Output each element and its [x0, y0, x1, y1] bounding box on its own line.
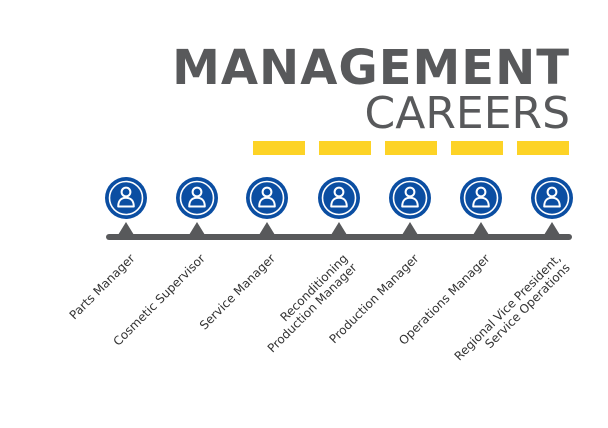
timeline-marker	[118, 222, 134, 235]
title-careers: CAREERS	[364, 88, 571, 139]
timeline-marker	[331, 222, 347, 235]
career-node	[389, 177, 431, 219]
career-node	[176, 177, 218, 219]
person-icon	[463, 180, 499, 216]
career-node	[318, 177, 360, 219]
timeline-marker	[473, 222, 489, 235]
timeline-marker	[189, 222, 205, 235]
career-node	[531, 177, 573, 219]
accent-dash	[451, 141, 503, 155]
person-icon	[179, 180, 215, 216]
person-icon	[534, 180, 570, 216]
accent-dash	[517, 141, 569, 155]
accent-dash	[319, 141, 371, 155]
accent-dash	[385, 141, 437, 155]
career-timeline	[106, 234, 572, 240]
career-label: Parts Manager	[66, 251, 138, 323]
timeline-marker	[259, 222, 275, 235]
person-icon	[249, 180, 285, 216]
career-label-line: Service Operations	[482, 260, 573, 352]
career-label: Service Manager	[196, 251, 278, 333]
career-node	[246, 177, 288, 219]
career-node	[105, 177, 147, 219]
career-label-line: Production Manager	[264, 260, 360, 356]
person-icon	[321, 180, 357, 216]
career-node	[460, 177, 502, 219]
career-label-line: Service Manager	[196, 251, 278, 333]
accent-dash	[253, 141, 305, 155]
career-label-line: Parts Manager	[66, 251, 138, 323]
title-management: MANAGEMENT	[172, 40, 570, 96]
person-icon	[108, 180, 144, 216]
timeline-marker	[402, 222, 418, 235]
person-icon	[392, 180, 428, 216]
timeline-marker	[544, 222, 560, 235]
